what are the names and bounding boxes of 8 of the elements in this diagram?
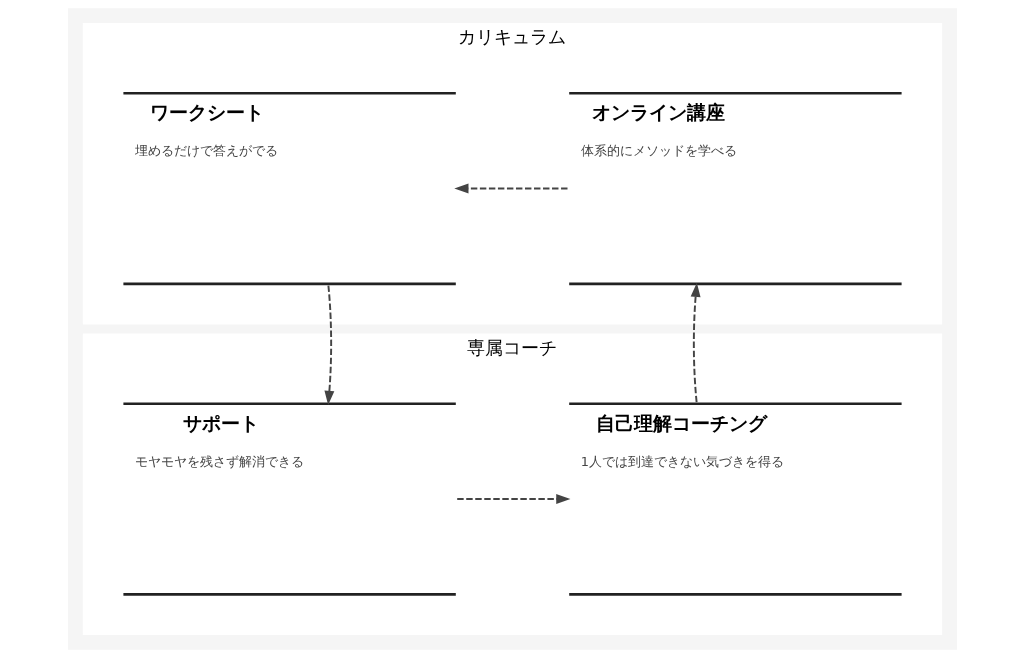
arrow bbox=[323, 284, 334, 405]
node-text: サポート モヤモヤを残さず解消できる bbox=[134, 411, 304, 469]
arrow bbox=[453, 183, 568, 194]
node-text: オンライン講座 体系的にメソッドを学べる bbox=[580, 100, 737, 159]
arrow bbox=[690, 282, 701, 404]
arrow bbox=[455, 494, 570, 505]
node-text: 自己理解コーチング 1人では到達できない気づきを得る bbox=[580, 411, 784, 469]
node-text: ワークシート 埋めるだけで答えがでる bbox=[134, 100, 278, 159]
